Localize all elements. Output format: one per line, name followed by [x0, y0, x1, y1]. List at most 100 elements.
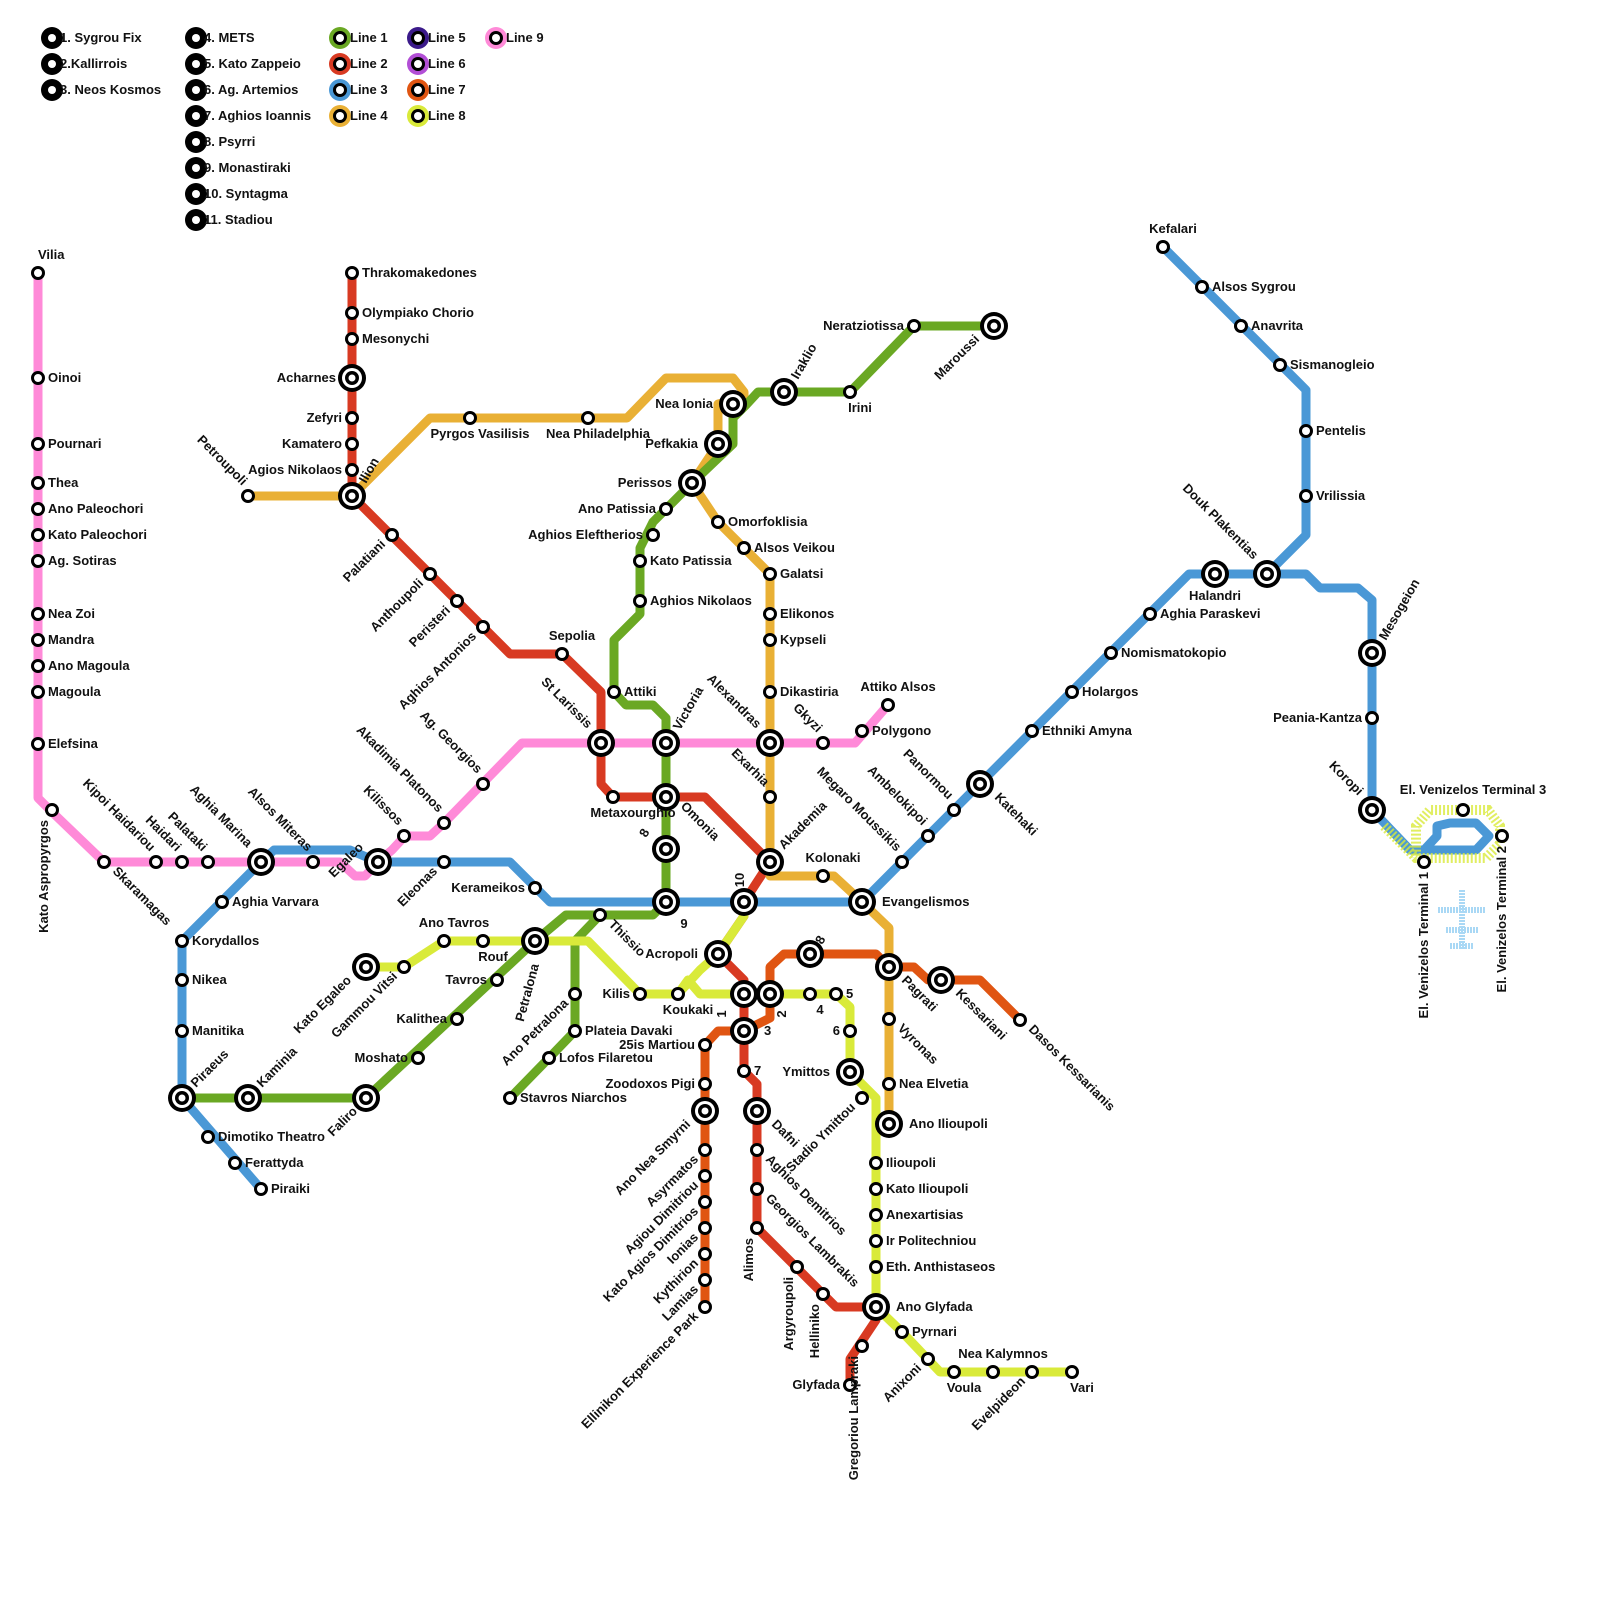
station-koropi[interactable]	[1358, 796, 1386, 824]
station-ag-georgios[interactable]	[476, 777, 490, 791]
station-galatsi[interactable]	[763, 567, 777, 581]
station-exarhia[interactable]	[763, 790, 777, 804]
station-st-larissis[interactable]	[587, 729, 615, 757]
station-helliniko[interactable]	[816, 1287, 830, 1301]
station-metaxourghio[interactable]	[606, 790, 620, 804]
station-anavrita[interactable]	[1234, 319, 1248, 333]
station-halandri[interactable]	[1201, 560, 1229, 588]
station-acharnes[interactable]	[338, 364, 366, 392]
station-nea-ionia[interactable]	[719, 390, 747, 418]
station-palatiani[interactable]	[385, 528, 399, 542]
station-voula[interactable]	[947, 1365, 961, 1379]
station-vari[interactable]	[1065, 1365, 1079, 1379]
station-stavros-niarchos[interactable]	[503, 1091, 517, 1105]
station-argyroupoli[interactable]	[790, 1260, 804, 1274]
station-perissos[interactable]	[678, 469, 706, 497]
station-ferattyda[interactable]	[228, 1156, 242, 1170]
station-akadimia-platonos[interactable]	[437, 816, 451, 830]
station-gammou-vitsi[interactable]	[397, 960, 411, 974]
station-pentelis[interactable]	[1299, 424, 1313, 438]
station-iraklio[interactable]	[770, 378, 798, 406]
station-rouf[interactable]	[476, 934, 490, 948]
station-n5[interactable]	[829, 987, 843, 1001]
station-mesonychi[interactable]	[345, 332, 359, 346]
station-nea-zoi[interactable]	[31, 607, 45, 621]
station-kessariani[interactable]	[927, 966, 955, 994]
station-ano-magoula[interactable]	[31, 659, 45, 673]
station-oinoi[interactable]	[31, 371, 45, 385]
station-ambelokipoi[interactable]	[921, 829, 935, 843]
station-ilioupoli[interactable]	[869, 1156, 883, 1170]
station-ag-sotiras[interactable]	[31, 554, 45, 568]
station-lofos-filaretou[interactable]	[542, 1051, 556, 1065]
station-kythirion[interactable]	[698, 1247, 712, 1261]
station-ir-politechniou[interactable]	[869, 1234, 883, 1248]
station-nomismatokopio[interactable]	[1104, 646, 1118, 660]
station-pefkakia[interactable]	[704, 430, 732, 458]
station-n9[interactable]	[652, 888, 680, 916]
station-aghia-varvara[interactable]	[215, 895, 229, 909]
station-petralona[interactable]	[521, 927, 549, 955]
station-asyrmatos[interactable]	[698, 1143, 712, 1157]
station-vrilissia[interactable]	[1299, 489, 1313, 503]
station-mesogeion[interactable]	[1358, 639, 1386, 667]
station-n8-top[interactable]	[652, 835, 680, 863]
station-evelpideon[interactable]	[1025, 1365, 1039, 1379]
station-25is-martiou[interactable]	[698, 1038, 712, 1052]
station-dasos-kessarianis[interactable]	[1013, 1013, 1027, 1027]
station-koukaki[interactable]	[671, 987, 685, 1001]
station-kato-egaleo[interactable]	[352, 953, 380, 981]
station-kato-patissia[interactable]	[633, 554, 647, 568]
station-peristeri[interactable]	[450, 594, 464, 608]
station-el-venizelos-t1[interactable]	[1417, 855, 1431, 869]
station-anexartisias[interactable]	[869, 1208, 883, 1222]
station-ellinikon[interactable]	[698, 1300, 712, 1314]
station-dimotiko-theatro[interactable]	[201, 1130, 215, 1144]
station-kato-aspropyrgos[interactable]	[45, 803, 59, 817]
station-aghios-nikolaos-l1[interactable]	[633, 594, 647, 608]
station-elikonos[interactable]	[763, 607, 777, 621]
station-n10[interactable]	[730, 888, 758, 916]
station-aghia-marina[interactable]	[247, 848, 275, 876]
station-alsos-miteras[interactable]	[306, 855, 320, 869]
station-stadio-ymittou[interactable]	[855, 1091, 869, 1105]
station-thrakomakedones[interactable]	[345, 266, 359, 280]
station-attiki[interactable]	[607, 685, 621, 699]
station-kato-agios-dimitrios[interactable]	[698, 1195, 712, 1209]
station-olympiako-chorio[interactable]	[345, 306, 359, 320]
station-dikastiria[interactable]	[763, 685, 777, 699]
station-kerameikos[interactable]	[528, 881, 542, 895]
station-thea[interactable]	[31, 476, 45, 490]
station-sismanogleio[interactable]	[1273, 358, 1287, 372]
station-vyronas[interactable]	[882, 1012, 896, 1026]
station-alimos[interactable]	[750, 1221, 764, 1235]
station-alexandras[interactable]	[756, 729, 784, 757]
station-polygono[interactable]	[855, 724, 869, 738]
station-vilia[interactable]	[31, 266, 45, 280]
station-ano-nea-smyrni[interactable]	[691, 1097, 719, 1125]
station-holargos[interactable]	[1065, 685, 1079, 699]
station-ymittos[interactable]	[836, 1058, 864, 1086]
station-piraeus[interactable]	[168, 1084, 196, 1112]
station-victoria[interactable]	[652, 729, 680, 757]
station-korydallos[interactable]	[175, 934, 189, 948]
station-n7[interactable]	[737, 1064, 751, 1078]
station-douk-plakentias[interactable]	[1253, 560, 1281, 588]
station-magoula[interactable]	[31, 685, 45, 699]
station-el-venizelos-t3[interactable]	[1456, 803, 1470, 817]
station-ilion[interactable]	[338, 482, 366, 510]
station-pyrnari[interactable]	[895, 1325, 909, 1339]
station-alsos-veikou[interactable]	[737, 541, 751, 555]
station-kilis[interactable]	[633, 987, 647, 1001]
station-aghios-eleftherios[interactable]	[646, 528, 660, 542]
station-mandra[interactable]	[31, 633, 45, 647]
station-pournari[interactable]	[31, 437, 45, 451]
station-attiko-alsos[interactable]	[881, 698, 895, 712]
station-kalithea[interactable]	[450, 1012, 464, 1026]
station-nea-philadelphia[interactable]	[581, 411, 595, 425]
station-agiou-dimitriou[interactable]	[698, 1169, 712, 1183]
station-acropoli[interactable]	[704, 940, 732, 968]
station-aghia-paraskevi[interactable]	[1143, 607, 1157, 621]
station-peania-kantza[interactable]	[1365, 711, 1379, 725]
station-maroussi[interactable]	[980, 312, 1008, 340]
